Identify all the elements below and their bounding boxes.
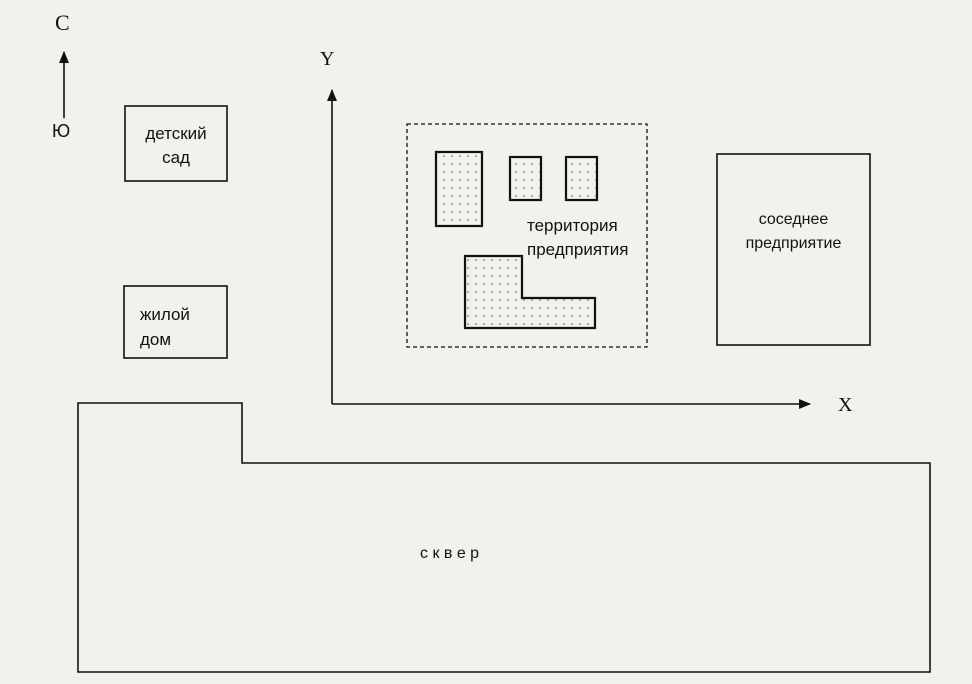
kindergarten-label: детский сад <box>145 124 207 167</box>
compass-north-label: С <box>55 10 70 35</box>
x-axis-label: X <box>838 394 853 416</box>
square-park-label: с к в е р <box>420 545 480 562</box>
residential-house-box <box>123 285 228 359</box>
neighbor-enterprise-box <box>716 153 871 346</box>
enterprise-territory-label: территория предприятия <box>527 216 629 259</box>
building-block <box>434 150 484 228</box>
y-axis-label: Y <box>320 48 335 70</box>
neighbor-enterprise-label: соседнее предприятие <box>745 211 842 252</box>
building-block-l-shaped <box>463 254 597 330</box>
building-block <box>508 155 543 202</box>
square-park-outline <box>77 402 931 673</box>
residential-house-label: жилой дом <box>140 305 190 349</box>
kindergarten-box <box>124 105 228 182</box>
compass-south-label: Ю <box>52 121 71 141</box>
enterprise-territory-boundary <box>406 123 648 348</box>
building-block <box>564 155 599 202</box>
